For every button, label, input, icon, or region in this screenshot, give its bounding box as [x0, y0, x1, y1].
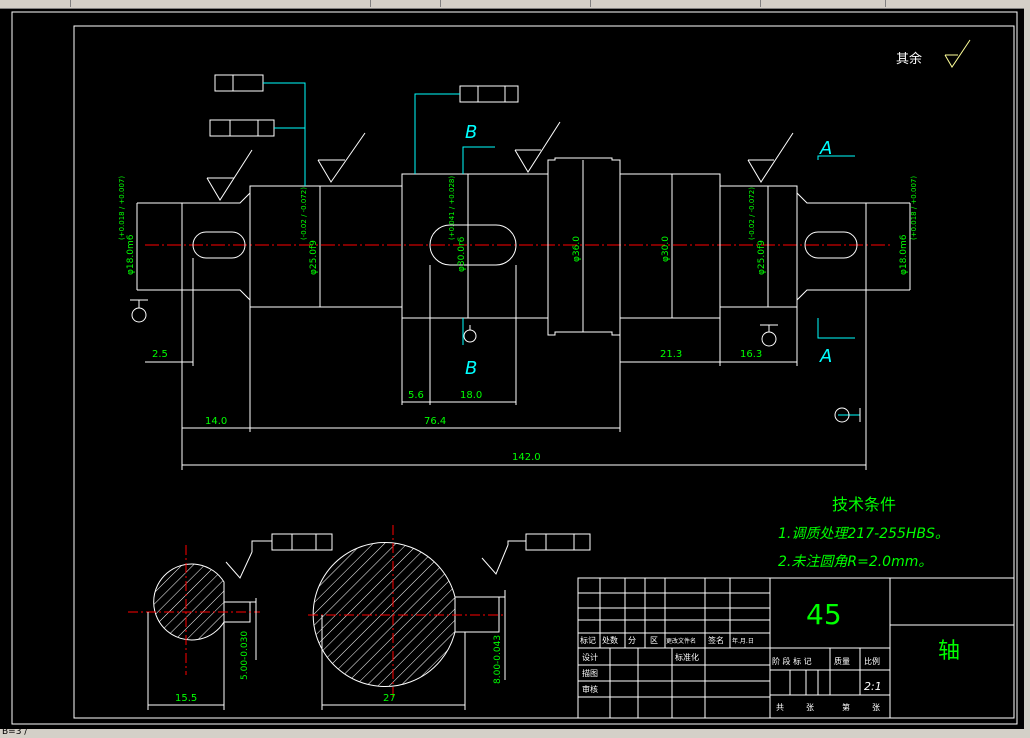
tb-col-zone: 区: [650, 636, 658, 645]
status-coordinate: B=3 /: [2, 727, 28, 737]
tb-stage-mark: 阶 段 标 记: [772, 656, 812, 666]
section-label-a-top: A: [819, 138, 832, 159]
dim-right-journal: φ25.0f9: [757, 240, 767, 275]
toolbar-separator: [760, 0, 761, 7]
toolbar-separator: [370, 0, 371, 7]
dim-142-0: 142.0: [512, 452, 541, 463]
tb-drafting: 描图: [582, 668, 598, 678]
outer-border: [11, 11, 1018, 725]
tech-item-2: 2.未注圆角R=2.0mm。: [778, 554, 932, 570]
tb-sheet-no: 第: [842, 702, 850, 712]
tech-heading: 技术条件: [832, 495, 896, 514]
length-dim-lines: [145, 258, 867, 470]
dim-left-depth: 5.00-0.030: [240, 631, 250, 680]
datum-symbols: [130, 299, 861, 423]
status-bar: B=3 /: [0, 727, 1030, 738]
tb-col-part: 分: [628, 636, 636, 645]
right-keyway: [804, 231, 858, 259]
section-label-b-bottom: B: [465, 358, 477, 379]
dim-21-3: 21.3: [660, 349, 682, 360]
dim-shoulder: φ30.0: [661, 236, 671, 262]
dim-right-end: φ18.0m6: [899, 234, 909, 275]
dim-76-4: 76.4: [424, 416, 446, 427]
dim-right-journal-tol: (-0.02 / -0.072): [748, 187, 756, 240]
tb-design: 设计: [582, 652, 598, 662]
dim-left-journal-tol: (-0.02 / -0.072): [300, 187, 308, 240]
toolbar-separator: [70, 0, 71, 7]
tb-material: 45: [806, 598, 842, 631]
toolbar-separator: [590, 0, 591, 7]
dim-16-3: 16.3: [740, 349, 762, 360]
leader-lines: [263, 82, 860, 416]
tb-sheet-unit2: 张: [872, 703, 880, 712]
title-block: [577, 577, 1015, 719]
tb-weight: 质量: [834, 656, 850, 666]
middle-keyway: [429, 224, 517, 266]
tb-col-sign: 签名: [708, 635, 724, 645]
tb-col-doc: 更改文件名: [666, 637, 696, 645]
tb-col-date: 年.月.日: [732, 637, 754, 645]
tb-scale: 2:1: [864, 680, 882, 693]
dim-right-width: 27: [383, 693, 396, 704]
dim-gear-seat: φ30.0r6: [457, 236, 467, 272]
dim-left-journal: φ25.0f9: [309, 240, 319, 275]
section-view-left: [128, 533, 333, 710]
dim-left-width: 15.5: [175, 693, 197, 704]
toolbar-separator: [885, 0, 886, 7]
toolbar-separator: [440, 0, 441, 7]
tb-sheet-unit: 张: [806, 703, 814, 712]
tb-col-count: 处数: [602, 635, 618, 645]
diameter-dim-lines: [136, 160, 911, 332]
dim-left-end: φ18.0m6: [126, 234, 136, 275]
dim-right-depth: 8.00-0.043: [493, 635, 503, 684]
section-label-a-bottom: A: [819, 346, 832, 367]
vertical-scrollbar[interactable]: [1024, 8, 1030, 729]
dim-gear-seat-tol: (+0.041 / +0.028): [448, 176, 456, 240]
dim-5-6: 5.6: [408, 390, 424, 401]
tech-item-1: 1.调质处理217-255HBS。: [778, 526, 949, 542]
roughness-symbol-icon: [944, 39, 971, 68]
dim-right-end-tol: (+0.018 / +0.007): [910, 176, 918, 240]
section-view-right: [308, 525, 591, 710]
dim-left-end-tol: (+0.018 / +0.007): [118, 176, 126, 240]
app-toolbar-strip: [0, 0, 1030, 9]
inner-border: [73, 25, 1015, 719]
section-label-b-top: B: [465, 122, 477, 143]
tb-review: 审核: [582, 684, 598, 694]
tb-sheet-total: 共: [776, 703, 784, 712]
dim-18-0: 18.0: [460, 390, 482, 401]
roughness-symbols: [206, 121, 794, 201]
dim-collar: φ36.0: [572, 236, 582, 262]
dim-2-5: 2.5: [152, 349, 168, 360]
tb-col-mark: 标记: [580, 635, 596, 645]
tb-ratio: 比例: [864, 656, 880, 666]
tb-standardize: 标准化: [675, 652, 699, 662]
rest-roughness-label: 其余: [896, 51, 922, 67]
left-keyway: [192, 231, 246, 259]
dim-14-0: 14.0: [205, 416, 227, 427]
tb-part-name: 轴: [938, 639, 960, 664]
